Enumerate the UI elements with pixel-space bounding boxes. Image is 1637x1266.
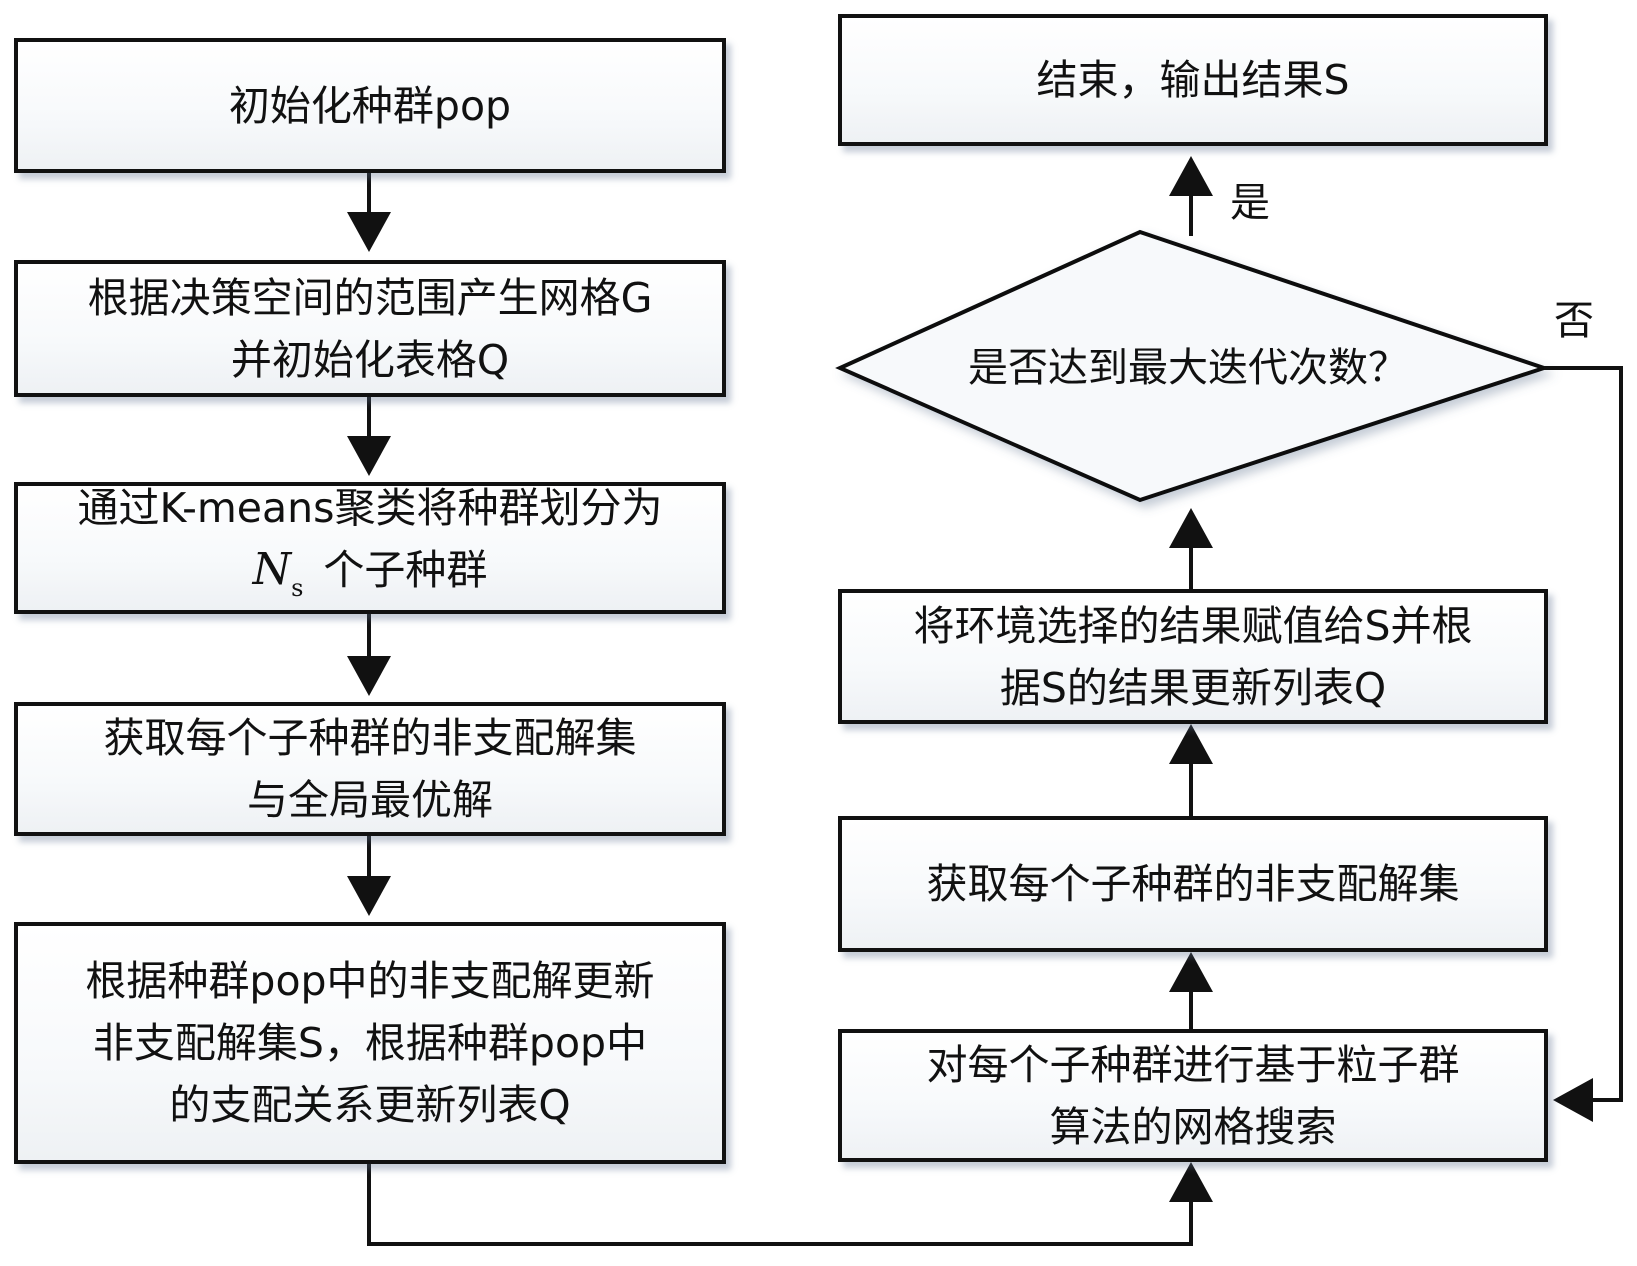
update-archive-line-2: 非支配解集S，根据种群pop中	[92, 1019, 648, 1067]
yes-label: 是	[1230, 180, 1270, 226]
end-output-text: 结束，输出结果S	[1036, 56, 1350, 104]
update-archive-line-3: 的支配关系更新列表Q	[169, 1081, 571, 1129]
generate-grid-box: 根据决策空间的范围产生网格G 并初始化表格Q	[14, 260, 726, 397]
kmeans-line-2: Ns 个子种群	[253, 539, 488, 619]
pso-grid-search-line-1: 对每个子种群进行基于粒子群	[926, 1040, 1460, 1089]
arrow-pso-to-sub-nondominated	[1169, 952, 1213, 1029]
init-population-box: 初始化种群pop	[14, 38, 726, 173]
kmeans-line-2-suffix: 个子种群	[323, 546, 488, 594]
env-select-line-2: 据S的结果更新列表Q	[999, 663, 1387, 712]
arrow-update-to-pso	[367, 1162, 1213, 1246]
arrow-sub-nondominated-to-env-select	[1169, 724, 1213, 816]
arrow-decision-no-to-pso	[1544, 366, 1623, 1122]
pso-grid-search-box: 对每个子种群进行基于粒子群 算法的网格搜索	[838, 1029, 1548, 1162]
kmeans-line-1: 通过K-means聚类将种群划分为	[77, 484, 663, 532]
decision-text: 是否达到最大迭代次数？	[968, 345, 1408, 391]
ns-symbol: Ns	[252, 544, 304, 602]
init-population-text: 初始化种群pop	[228, 81, 512, 130]
sub-nondominated-text: 获取每个子种群的非支配解集	[926, 860, 1460, 908]
arrow-kmeans-to-nondominated	[347, 614, 391, 696]
nondominated-global-line-2: 与全局最优解	[247, 776, 493, 824]
update-archive-box: 根据种群pop中的非支配解更新 非支配解集S，根据种群pop中 的支配关系更新列…	[14, 922, 726, 1164]
env-select-box: 将环境选择的结果赋值给S并根 据S的结果更新列表Q	[838, 589, 1548, 724]
nondominated-global-box: 获取每个子种群的非支配解集 与全局最优解	[14, 702, 726, 836]
arrow-env-select-to-decision	[1169, 508, 1213, 589]
end-output-box: 结束，输出结果S	[838, 14, 1548, 146]
pso-grid-search-line-2: 算法的网格搜索	[1049, 1102, 1337, 1151]
decision-diamond	[835, 229, 1551, 503]
kmeans-cluster-box: 通过K-means聚类将种群划分为 Ns 个子种群	[14, 482, 726, 614]
nondominated-global-line-1: 获取每个子种群的非支配解集	[103, 714, 637, 762]
ns-subscript: s	[291, 574, 304, 602]
arrow-grid-to-kmeans	[347, 397, 391, 476]
sub-nondominated-box: 获取每个子种群的非支配解集	[838, 816, 1548, 952]
generate-grid-line-1: 根据决策空间的范围产生网格G	[87, 273, 653, 322]
generate-grid-line-2: 并初始化表格Q	[230, 335, 510, 384]
arrow-decision-yes-to-end	[1169, 156, 1213, 236]
no-label: 否	[1554, 298, 1594, 344]
arrow-init-to-grid	[347, 173, 391, 252]
arrow-nondominated-to-update	[347, 836, 391, 916]
update-archive-line-1: 根据种群pop中的非支配解更新	[85, 957, 655, 1005]
env-select-line-1: 将环境选择的结果赋值给S并根	[913, 601, 1473, 650]
